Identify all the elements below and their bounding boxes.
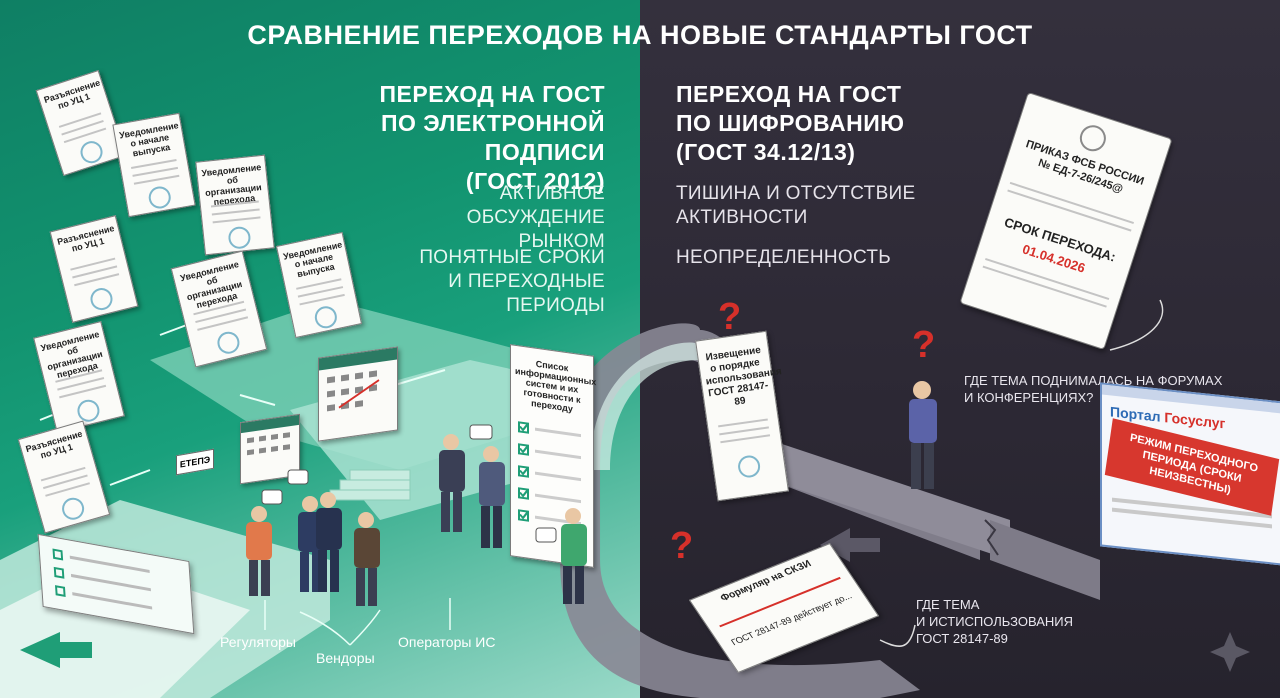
point-line: АКТИВНОСТИ xyxy=(676,207,808,228)
question-forums: ГДЕ ТЕМА ПОДНИМАЛАСЬ НА ФОРУМАХ И КОНФЕР… xyxy=(964,372,1222,406)
left-heading-line: (ГОСТ 2012) xyxy=(465,168,605,194)
right-point-uncertainty: НЕОПРЕДЕЛЕННОСТЬ xyxy=(676,246,976,270)
calendar-icon xyxy=(318,346,398,442)
caption-line: И КОНФЕРЕНЦИЯХ? xyxy=(964,390,1094,405)
notice-title: Извещение о порядке использования ГОСТ 2… xyxy=(705,344,783,408)
actor-label-regulators: Регуляторы xyxy=(220,634,296,650)
right-heading-line: (ГОСТ 34.12/13) xyxy=(676,139,856,165)
question-usage: ГДЕ ТЕМА И ИСТИСПОЛЬЗОВАНИЯ ГОСТ 28147-8… xyxy=(916,596,1073,647)
caption-line: ГДЕ ТЕМА ПОДНИМАЛАСЬ НА ФОРУМАХ xyxy=(964,373,1223,388)
right-point-silence: ТИШИНА И ОТСУТСТВИЕ АКТИВНОСТИ xyxy=(676,182,976,230)
right-heading: ПЕРЕХОД НА ГОСТ ПО ШИФРОВАНИЮ (ГОСТ 34.1… xyxy=(676,80,996,167)
point-line: ПОНЯТНЫЕ СРОКИ xyxy=(419,247,605,268)
caption-line: ГДЕ ТЕМА xyxy=(916,597,980,612)
left-heading: ПЕРЕХОД НА ГОСТ ПО ЭЛЕКТРОННОЙ ПОДПИСИ (… xyxy=(300,80,605,196)
right-heading-line: ПЕРЕХОД НА ГОСТ xyxy=(676,81,902,107)
left-point-deadlines: ПОНЯТНЫЕ СРОКИ И ПЕРЕХОДНЫЕ ПЕРИОДЫ xyxy=(380,246,605,318)
main-title: СРАВНЕНИЕ ПЕРЕХОДОВ НА НОВЫЕ СТАНДАРТЫ Г… xyxy=(247,20,1033,50)
left-point-discussion: АКТИВНОЕ ОБСУЖДЕНИЕ РЫНКОМ xyxy=(380,182,605,254)
question-mark-icon: ? xyxy=(912,324,936,366)
point-line: НЕОПРЕДЕЛЕННОСТЬ xyxy=(676,247,892,268)
left-heading-line: ПЕРЕХОД НА ГОСТ xyxy=(379,81,605,107)
actor-label-vendors: Вендоры xyxy=(316,650,375,666)
ground-checklist xyxy=(37,533,195,635)
actor-label-operators: Операторы ИС xyxy=(398,634,496,650)
question-mark-icon: ? xyxy=(670,525,694,567)
point-line: ОБСУЖДЕНИЕ РЫНКОМ xyxy=(466,207,605,252)
point-line: ПЕРИОДЫ xyxy=(506,295,605,316)
left-heading-line: ПО ЭЛЕКТРОННОЙ ПОДПИСИ xyxy=(380,110,605,165)
portal-brand: Госуслуг xyxy=(1164,409,1226,432)
calendar-icon xyxy=(240,413,300,485)
question-mark-icon: ? xyxy=(718,296,742,338)
portal-window: Портал Госуслуг РЕЖИМ ПЕРЕХОДНОГО ПЕРИОД… xyxy=(1100,382,1280,566)
caption-line: И ИСТИСПОЛЬЗОВАНИЯ xyxy=(916,614,1074,629)
caption-line: ГОСТ 28147-89 xyxy=(916,631,1008,646)
point-line: И ПЕРЕХОДНЫЕ xyxy=(448,271,605,292)
point-line: АКТИВНОЕ xyxy=(499,183,605,204)
point-line: ТИШИНА И ОТСУТСТВИЕ xyxy=(676,183,916,204)
right-heading-line: ПО ШИФРОВАНИЮ xyxy=(676,110,905,136)
